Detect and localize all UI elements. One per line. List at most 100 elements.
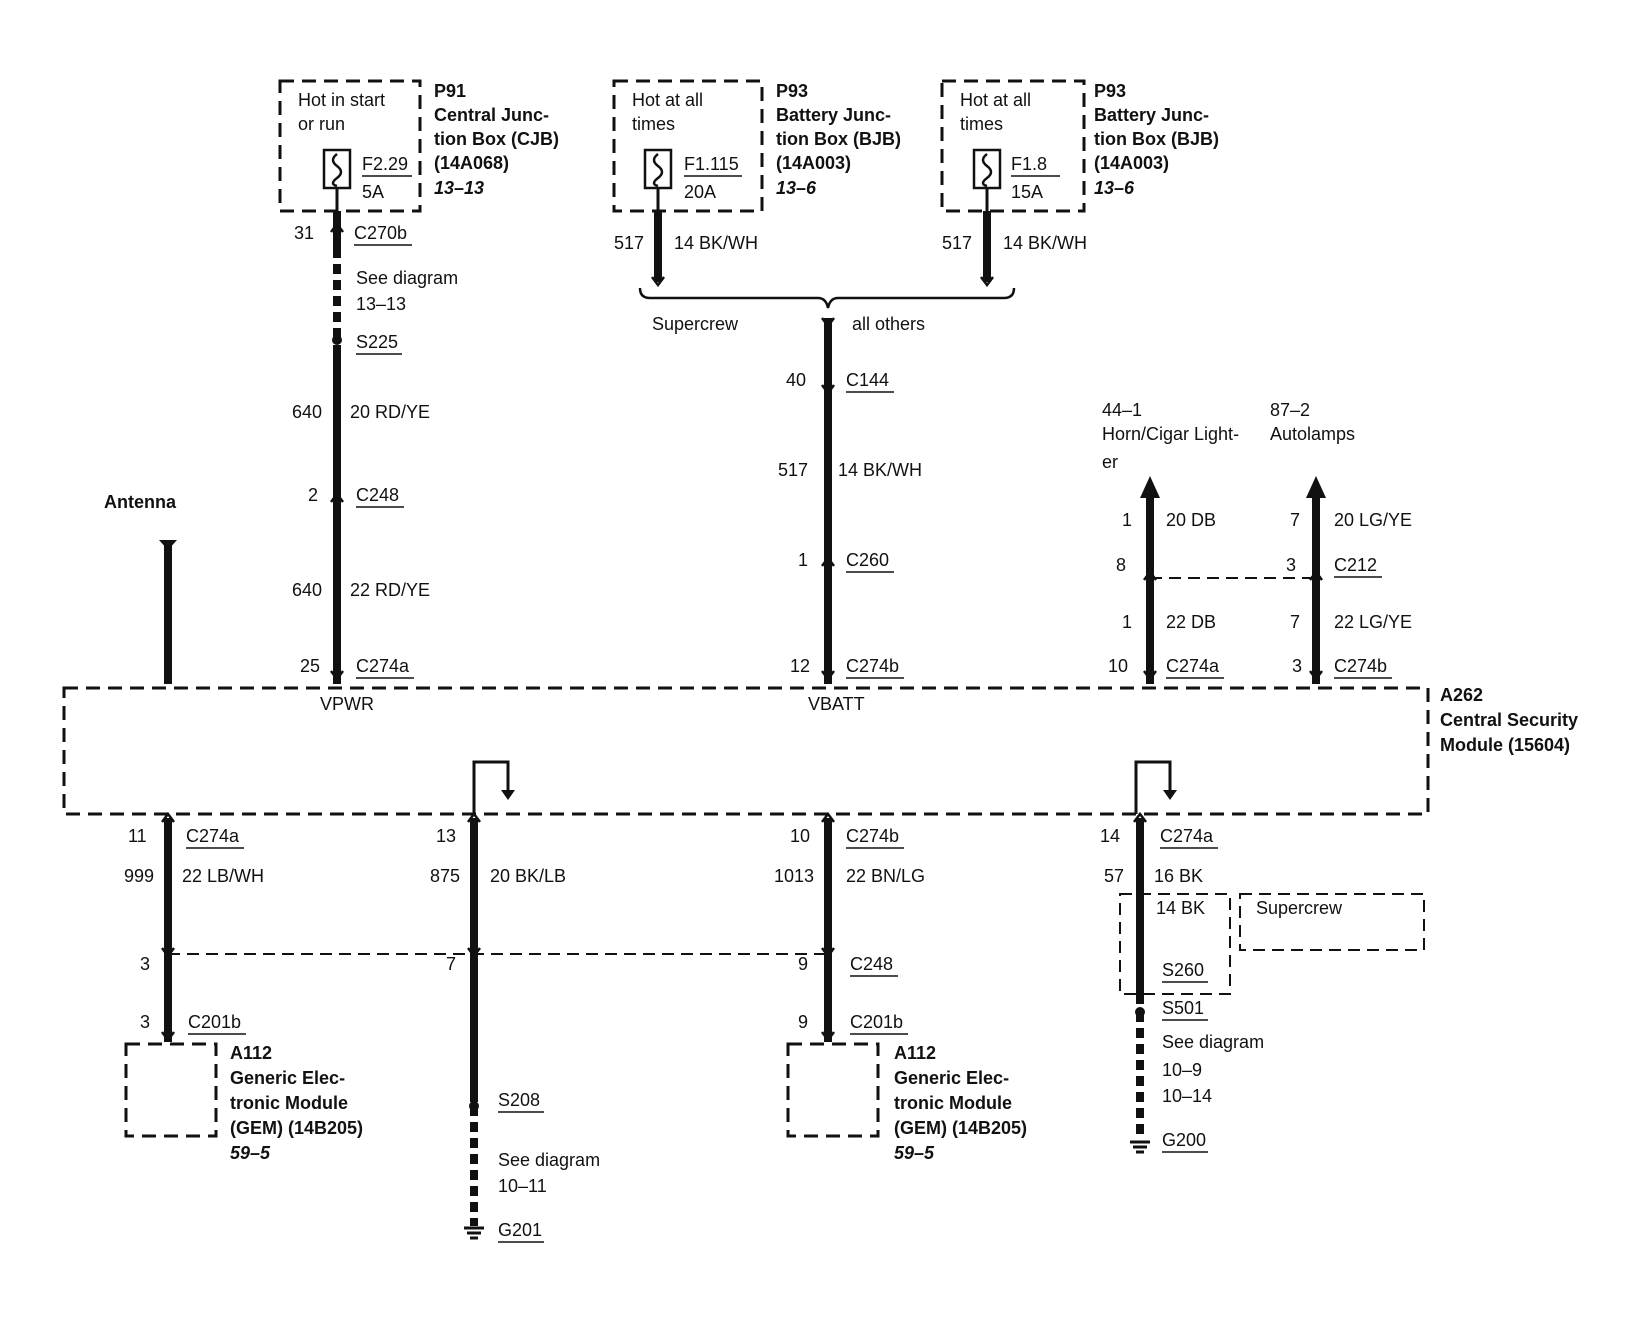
- svg-text:C274b: C274b: [846, 826, 899, 846]
- svg-text:517: 517: [942, 233, 972, 253]
- svg-text:C274b: C274b: [1334, 656, 1387, 676]
- svg-text:10–11: 10–11: [498, 1176, 547, 1196]
- vbatt-circuit: 517 14 BK/WH 517 14 BK/WH Supercrew all …: [614, 211, 1087, 684]
- svg-text:59–5: 59–5: [894, 1143, 935, 1163]
- central-security-module: VPWR VBATT A262 Central Security Module …: [62, 685, 1578, 816]
- svg-text:22 LG/YE: 22 LG/YE: [1334, 612, 1412, 632]
- svg-text:P93: P93: [776, 81, 808, 101]
- fuse-box-bjb-f1-115: Hot at all times F1.115 20A P93 Battery …: [612, 79, 901, 213]
- svg-text:Generic Elec-: Generic Elec-: [230, 1068, 345, 1088]
- svg-text:VBATT: VBATT: [808, 694, 865, 714]
- svg-text:tion Box (BJB): tion Box (BJB): [1094, 129, 1219, 149]
- fuse-box-cjb: Hot in start or run F2.29 5A P91 Central…: [278, 79, 559, 213]
- svg-text:1: 1: [798, 550, 808, 570]
- svg-text:S225: S225: [356, 332, 398, 352]
- svg-text:C274a: C274a: [186, 826, 240, 846]
- svg-text:40: 40: [786, 370, 806, 390]
- ground-circuit-g201: 13 875 20 BK/LB 7 S208 See diagram 10–11…: [430, 811, 600, 1243]
- c212-connector: [1143, 569, 1323, 581]
- svg-text:S208: S208: [498, 1090, 540, 1110]
- fuse-icon: [322, 148, 352, 211]
- svg-text:G201: G201: [498, 1220, 542, 1240]
- svg-text:Horn/Cigar Light-: Horn/Cigar Light-: [1102, 424, 1239, 444]
- svg-text:9: 9: [798, 954, 808, 974]
- svg-text:20 BK/LB: 20 BK/LB: [490, 866, 566, 886]
- svg-text:57: 57: [1104, 866, 1124, 886]
- svg-text:all others: all others: [852, 314, 925, 334]
- svg-text:Battery Junc-: Battery Junc-: [1094, 105, 1209, 125]
- svg-text:16 BK: 16 BK: [1154, 866, 1203, 886]
- svg-text:P91: P91: [434, 81, 466, 101]
- svg-text:13–6: 13–6: [776, 178, 817, 198]
- internal-ground-icon: [472, 760, 515, 814]
- svg-text:3: 3: [1286, 555, 1296, 575]
- svg-text:12: 12: [790, 656, 810, 676]
- fuse-box-bjb-f1-8: Hot at all times F1.8 15A P93 Battery Ju…: [940, 79, 1219, 213]
- svg-text:See diagram: See diagram: [1162, 1032, 1264, 1052]
- svg-text:(GEM) (14B205): (GEM) (14B205): [894, 1118, 1027, 1138]
- svg-text:C201b: C201b: [850, 1012, 903, 1032]
- svg-text:VPWR: VPWR: [320, 694, 374, 714]
- svg-text:(14A068): (14A068): [434, 153, 509, 173]
- svg-text:Generic Elec-: Generic Elec-: [894, 1068, 1009, 1088]
- ground-icon: [1130, 1140, 1150, 1154]
- svg-text:14 BK/WH: 14 BK/WH: [1003, 233, 1087, 253]
- svg-text:Autolamps: Autolamps: [1270, 424, 1355, 444]
- svg-text:13: 13: [436, 826, 456, 846]
- svg-text:22 BN/LG: 22 BN/LG: [846, 866, 925, 886]
- svg-text:C270b: C270b: [354, 223, 407, 243]
- fuse-icon: [643, 148, 673, 211]
- svg-text:3: 3: [140, 954, 150, 974]
- svg-text:See diagram: See diagram: [356, 268, 458, 288]
- svg-text:S260: S260: [1162, 960, 1204, 980]
- svg-text:C274b: C274b: [846, 656, 899, 676]
- svg-text:or run: or run: [298, 114, 345, 134]
- svg-text:A112: A112: [894, 1043, 936, 1063]
- svg-text:7: 7: [446, 954, 456, 974]
- gem-circuit-bn-lg: 10 C274b 1013 22 BN/LG 9 C248 9 C201b A1…: [774, 811, 1027, 1163]
- svg-text:er: er: [1102, 452, 1118, 472]
- svg-text:14 BK/WH: 14 BK/WH: [674, 233, 758, 253]
- fuse-icon: [972, 148, 1002, 211]
- svg-text:31: 31: [294, 223, 314, 243]
- svg-text:1: 1: [1122, 510, 1132, 530]
- svg-text:13–13: 13–13: [434, 178, 484, 198]
- svg-text:11: 11: [128, 826, 147, 846]
- svg-text:44–1: 44–1: [1102, 400, 1142, 420]
- svg-text:C201b: C201b: [188, 1012, 241, 1032]
- svg-text:999: 999: [124, 866, 154, 886]
- gem-circuit-lb-wh: 11 C274a 999 22 LB/WH 3 3 C201b A112 Gen…: [124, 811, 363, 1163]
- svg-text:Antenna: Antenna: [104, 492, 177, 512]
- svg-text:C274a: C274a: [1160, 826, 1214, 846]
- horn-cigar-lighter-circuit: 44–1 Horn/Cigar Light- er 1 20 DB 8 1 22…: [1102, 400, 1239, 684]
- svg-text:3: 3: [1292, 656, 1302, 676]
- svg-text:C260: C260: [846, 550, 889, 570]
- svg-text:22 LB/WH: 22 LB/WH: [182, 866, 264, 886]
- svg-text:5A: 5A: [362, 182, 384, 202]
- svg-text:tronic Module: tronic Module: [230, 1093, 348, 1113]
- svg-text:C248: C248: [356, 485, 399, 505]
- svg-text:F1.8: F1.8: [1011, 154, 1047, 174]
- svg-text:tion Box (CJB): tion Box (CJB): [434, 129, 559, 149]
- svg-text:(GEM) (14B205): (GEM) (14B205): [230, 1118, 363, 1138]
- svg-text:A112: A112: [230, 1043, 272, 1063]
- svg-text:(14A003): (14A003): [1094, 153, 1169, 173]
- svg-text:Hot at all: Hot at all: [960, 90, 1031, 110]
- svg-text:875: 875: [430, 866, 460, 886]
- svg-text:Hot at all: Hot at all: [632, 90, 703, 110]
- arrow-up-icon: [1140, 476, 1160, 498]
- ground-circuit-g200: 14 C274a 57 16 BK 14 BK S260 Supercrew S…: [1100, 811, 1425, 1154]
- svg-text:517: 517: [614, 233, 644, 253]
- autolamps-circuit: 87–2 Autolamps 7 20 LG/YE 3 C212 7 22 LG…: [1270, 400, 1412, 684]
- svg-text:25: 25: [300, 656, 320, 676]
- svg-text:1013: 1013: [774, 866, 814, 886]
- svg-text:640: 640: [292, 402, 322, 422]
- svg-text:C274a: C274a: [356, 656, 410, 676]
- svg-text:tion Box (BJB): tion Box (BJB): [776, 129, 901, 149]
- svg-text:87–2: 87–2: [1270, 400, 1310, 420]
- svg-text:Central Junc-: Central Junc-: [434, 105, 549, 125]
- svg-text:F1.115: F1.115: [684, 154, 739, 174]
- svg-text:C212: C212: [1334, 555, 1377, 575]
- svg-text:times: times: [632, 114, 675, 134]
- svg-text:14 BK: 14 BK: [1156, 898, 1205, 918]
